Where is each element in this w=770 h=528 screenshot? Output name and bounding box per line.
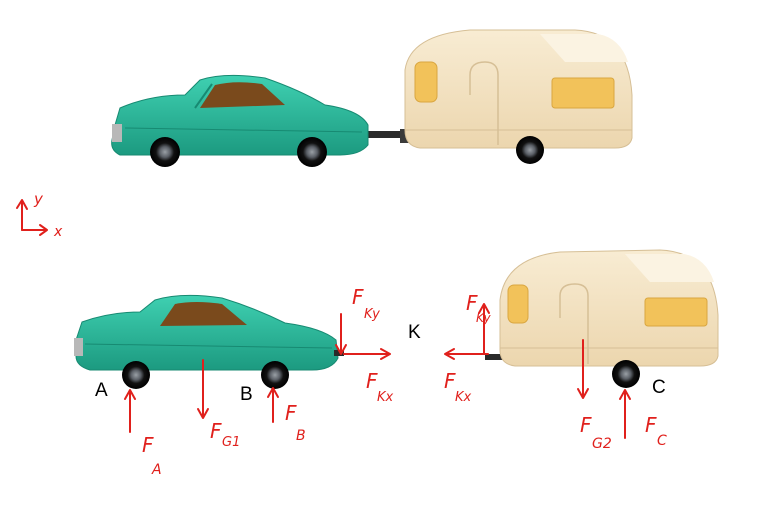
top-trailer bbox=[404, 29, 633, 164]
force-fkx-car-main: F bbox=[366, 369, 378, 393]
coordinate-axes: y x bbox=[16, 190, 63, 240]
force-fkx-trailer-main: F bbox=[444, 369, 456, 393]
force-fa-sub: A bbox=[151, 462, 162, 478]
point-label-b: B bbox=[240, 384, 253, 405]
point-label-c: C bbox=[652, 377, 666, 398]
force-fg1-sub: G1 bbox=[222, 435, 240, 450]
bottom-car-rear-wheel bbox=[261, 361, 289, 389]
force-fky-car-sub: Ky bbox=[364, 307, 380, 322]
force-fg1: F G1 bbox=[197, 359, 240, 450]
force-fg2: F G2 bbox=[577, 339, 612, 452]
force-fb: F B bbox=[267, 387, 306, 444]
tow-bar bbox=[360, 131, 420, 138]
force-fkx-trailer: F Kx bbox=[444, 348, 489, 405]
force-fky-trailer: F Ky bbox=[466, 291, 492, 355]
force-fc-main: F bbox=[645, 413, 657, 437]
force-fg2-sub: G2 bbox=[592, 436, 612, 452]
force-fky-car: F Ky bbox=[335, 285, 380, 355]
force-fkx-car: F Kx bbox=[343, 348, 394, 405]
force-fky-trailer-sub: Ky bbox=[476, 311, 492, 325]
force-fa: F A bbox=[124, 389, 162, 478]
force-fc-sub: C bbox=[657, 433, 667, 449]
force-fkx-car-sub: Kx bbox=[377, 390, 394, 405]
force-fky-car-main: F bbox=[352, 285, 364, 309]
top-car bbox=[111, 74, 369, 167]
point-label-a: A bbox=[95, 380, 108, 401]
bottom-trailer bbox=[485, 249, 719, 388]
force-fg1-main: F bbox=[210, 419, 222, 443]
force-fky-trailer-main: F bbox=[466, 291, 478, 315]
point-label-k: K bbox=[408, 322, 421, 343]
force-fc: F C bbox=[619, 389, 667, 449]
top-car-with-trailer bbox=[111, 29, 633, 167]
bottom-car-front-wheel bbox=[122, 361, 150, 389]
top-car-front-wheel bbox=[150, 137, 180, 167]
force-fb-main: F bbox=[285, 401, 297, 425]
y-axis-label: y bbox=[33, 190, 44, 208]
x-axis-label: x bbox=[53, 224, 63, 240]
force-fb-sub: B bbox=[296, 428, 306, 444]
bottom-trailer-wheel bbox=[612, 360, 640, 388]
top-trailer-wheel bbox=[516, 136, 544, 164]
bottom-car bbox=[74, 294, 344, 389]
force-fg2-main: F bbox=[580, 413, 592, 437]
force-fa-main: F bbox=[142, 433, 154, 457]
top-car-rear-wheel bbox=[297, 137, 327, 167]
force-fkx-trailer-sub: Kx bbox=[455, 390, 472, 405]
